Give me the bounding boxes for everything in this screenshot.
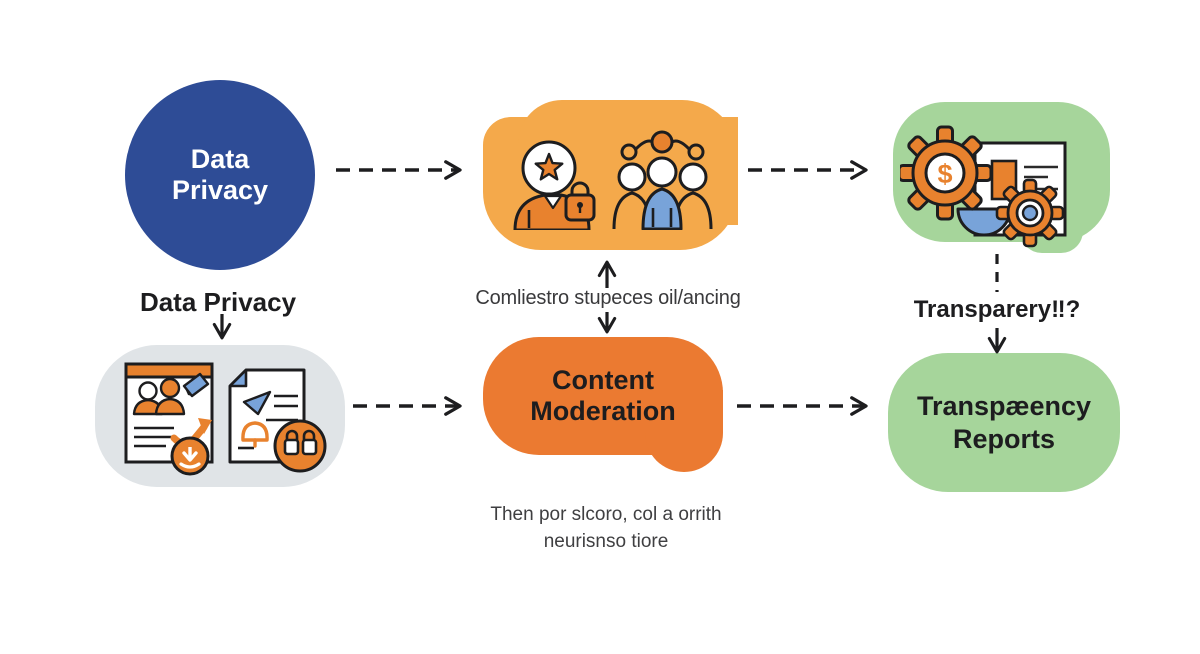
caption-right: Transparery‼? [913,296,1081,323]
bell-icon [241,421,269,448]
content-moderation-label: Content Moderation [530,364,676,426]
flagged-report-locks-icon [228,368,327,473]
svg-text:$: $ [937,159,952,189]
team-network-icon [612,130,713,230]
lock-icon [564,181,596,222]
user-star-badge-icon [513,140,596,230]
gears-report-icon: $ [900,125,1067,248]
documents-cluster-icon [124,362,327,476]
caption-bottom-line2: neurisnso tiore [543,530,669,552]
node-data-privacy: Data Privacy [125,80,315,270]
content-moderation-label-wrap: Content Moderation [483,337,723,455]
caption-middle: Comliestro stupeces oil/ancing [475,287,741,309]
transparency-reports-label-wrap: Transpæency Reports [888,353,1120,492]
caption-data-privacy: Data Privacy [139,287,297,317]
caption-bottom: Then por slcoro, col a orrith neurisnso … [443,502,769,556]
user-document-download-icon [124,362,214,476]
node-transparency-reports [888,353,1120,492]
caption-bottom-line1: Then por slcoro, col a orrith [490,504,722,525]
node-data-privacy-label: Data Privacy [171,143,269,205]
gear-icon [995,178,1065,248]
transparency-reports-label: Transpæency Reports [916,391,1092,454]
gear-dollar-icon: $ [900,125,993,221]
node-content-moderation-bump [645,390,723,472]
